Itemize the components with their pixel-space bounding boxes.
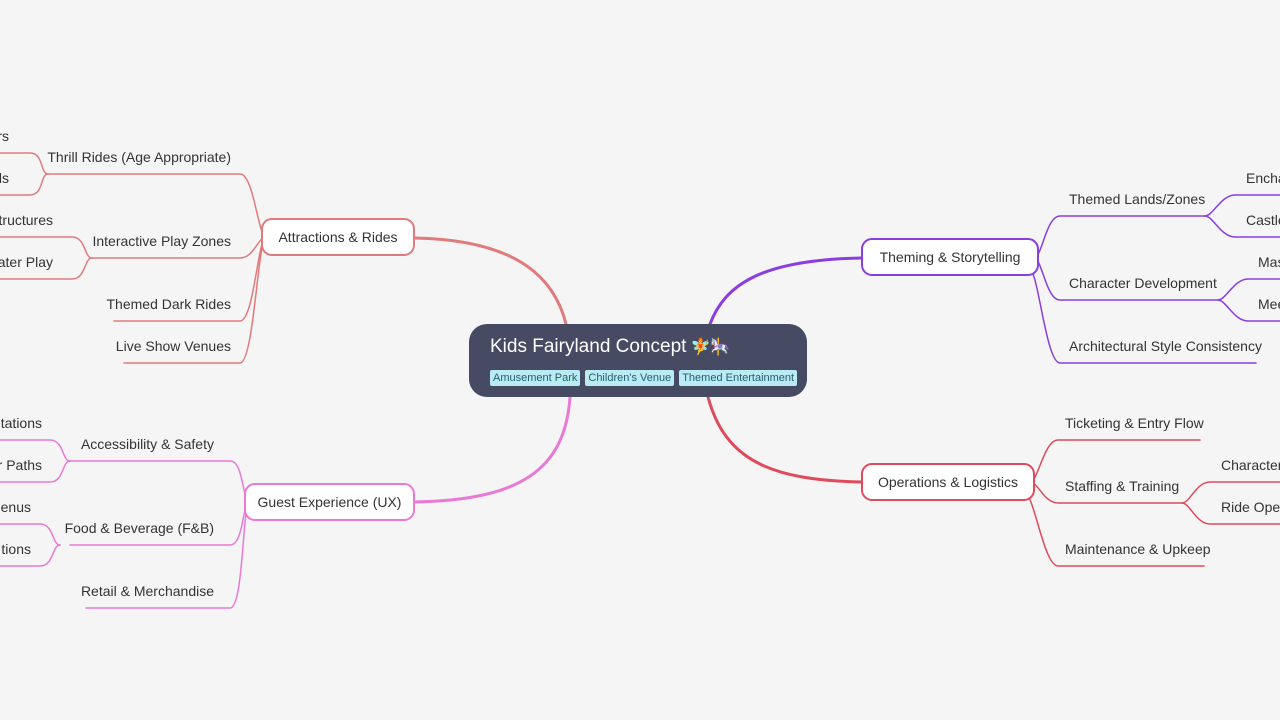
subtopic-ticketing-entry[interactable]: Ticketing & Entry Flow bbox=[1065, 415, 1204, 431]
link-lands-leaf-1 bbox=[1204, 194, 1280, 217]
subtopic-food-beverage[interactable]: Food & Beverage (F&B) bbox=[64, 520, 214, 536]
branch-line-attractions bbox=[413, 236, 568, 326]
leaf-character-1[interactable]: Mas bbox=[1258, 254, 1280, 270]
topic-guest-experience[interactable]: Guest Experience (UX) bbox=[244, 483, 415, 521]
subtopic-maintenance-upkeep[interactable]: Maintenance & Upkeep bbox=[1065, 541, 1211, 557]
link-access-leaf-1 bbox=[0, 439, 71, 462]
topic-attractions-rides[interactable]: Attractions & Rides bbox=[261, 218, 415, 256]
link-thrill-leaf-2 bbox=[0, 173, 49, 196]
link-play-leaf-1 bbox=[0, 236, 93, 259]
link-themed-lands bbox=[1033, 215, 1206, 259]
link-thrill-leaf-1 bbox=[0, 152, 49, 175]
link-char-leaf-1 bbox=[1217, 278, 1280, 301]
root-topic[interactable]: Kids Fairyland Concept🧚🎠 Amusement Park … bbox=[469, 324, 807, 397]
subtopic-thrill-rides[interactable]: Thrill Rides (Age Appropriate) bbox=[47, 149, 231, 165]
link-accessibility bbox=[69, 460, 251, 503]
leaf-play-zones-2[interactable]: ater Play bbox=[0, 254, 53, 270]
tag-amusement-park[interactable]: Amusement Park bbox=[490, 370, 581, 386]
tag-childrens-venue[interactable]: Children's Venue bbox=[585, 370, 675, 386]
leaf-accessibility-1[interactable]: tations bbox=[0, 415, 42, 431]
fairy-carousel-icon: 🧚🎠 bbox=[690, 337, 731, 356]
leaf-staffing-2[interactable]: Ride Oper bbox=[1221, 499, 1280, 515]
leaf-themed-lands-2[interactable]: Castle bbox=[1246, 212, 1280, 228]
tag-themed-entertainment[interactable]: Themed Entertainment bbox=[679, 370, 798, 386]
branch-line-theming bbox=[708, 256, 863, 326]
link-access-leaf-2 bbox=[0, 460, 71, 483]
subtopic-themed-dark-rides[interactable]: Themed Dark Rides bbox=[106, 296, 232, 312]
leaf-thrill-rides-1[interactable]: rs bbox=[0, 128, 9, 144]
link-food-leaf-2 bbox=[0, 544, 61, 567]
link-ticketing bbox=[1029, 439, 1201, 483]
subtopic-live-show-venues[interactable]: Live Show Venues bbox=[115, 338, 231, 354]
leaf-play-zones-1[interactable]: tructures bbox=[0, 212, 53, 228]
link-lands-leaf-2 bbox=[1204, 215, 1280, 238]
subtopic-interactive-play-zones[interactable]: Interactive Play Zones bbox=[92, 233, 231, 249]
leaf-food-2[interactable]: tions bbox=[1, 541, 31, 557]
link-staff-leaf-1 bbox=[1181, 481, 1280, 504]
leaf-character-2[interactable]: Mee bbox=[1258, 296, 1280, 312]
topic-operations-logistics[interactable]: Operations & Logistics bbox=[861, 463, 1035, 501]
branch-line-operations bbox=[706, 395, 863, 484]
subtopic-themed-lands[interactable]: Themed Lands/Zones bbox=[1069, 191, 1206, 207]
subtopic-architectural-style[interactable]: Architectural Style Consistency bbox=[1069, 338, 1262, 354]
topic-theming-storytelling[interactable]: Theming & Storytelling bbox=[861, 238, 1039, 276]
leaf-accessibility-2[interactable]: r Paths bbox=[0, 457, 42, 473]
link-food-leaf-1 bbox=[0, 523, 61, 546]
branch-line-guest bbox=[413, 395, 572, 504]
leaf-themed-lands-1[interactable]: Encha bbox=[1246, 170, 1280, 186]
link-play-leaf-2 bbox=[0, 257, 93, 280]
subtopic-accessibility-safety[interactable]: Accessibility & Safety bbox=[80, 436, 214, 452]
root-title: Kids Fairyland Concept bbox=[490, 336, 687, 357]
link-thrill-rides bbox=[47, 173, 267, 238]
leaf-staffing-1[interactable]: Character bbox=[1221, 457, 1280, 473]
leaf-food-1[interactable]: Menus bbox=[0, 499, 31, 515]
link-staff-leaf-2 bbox=[1181, 502, 1280, 525]
link-char-leaf-2 bbox=[1217, 299, 1280, 322]
root-tags: Amusement Park Children's Venue Themed E… bbox=[490, 370, 798, 386]
subtopic-retail-merchandise[interactable]: Retail & Merchandise bbox=[80, 583, 214, 599]
subtopic-staffing-training[interactable]: Staffing & Training bbox=[1065, 478, 1180, 494]
subtopic-character-development[interactable]: Character Development bbox=[1069, 275, 1217, 291]
leaf-thrill-rides-2[interactable]: ls bbox=[0, 170, 9, 186]
